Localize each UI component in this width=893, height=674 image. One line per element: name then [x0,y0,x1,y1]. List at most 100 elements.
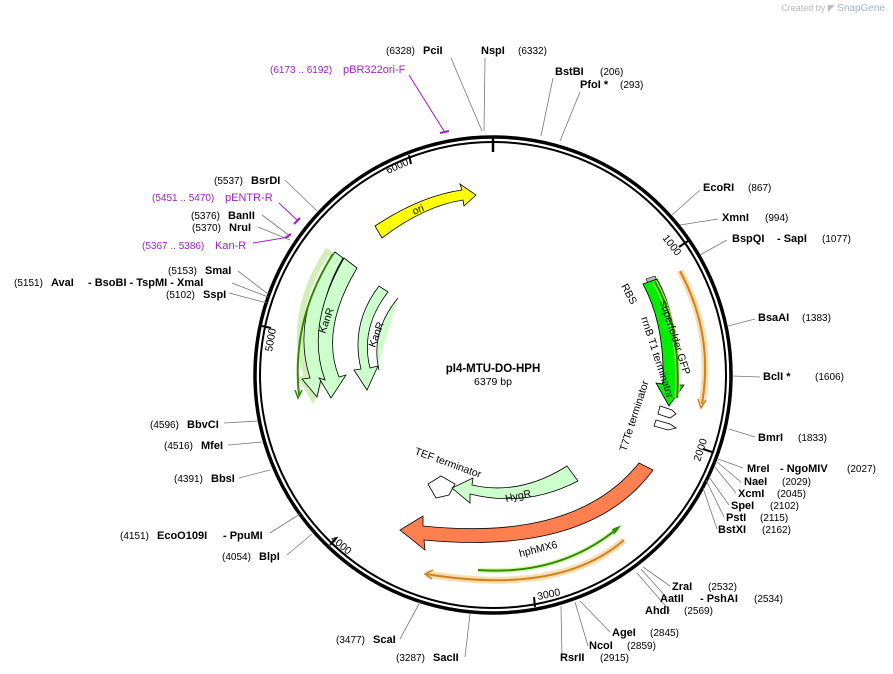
enzyme-pos-spei: (2102) [770,501,799,512]
enzyme-pos-bbsi: (4391) [174,474,203,485]
enzyme-xmni[interactable]: XmnI [722,212,749,224]
snapgene-credit: Created by ◤ SnapGene [781,3,885,14]
enzyme-bbsi[interactable]: BbsI [211,473,235,485]
snapgene-logo-icon: ◤ [827,3,835,13]
enzyme-xcmi[interactable]: XcmI [738,488,764,500]
enzyme-sapi[interactable]: - SapI [777,233,807,245]
enzyme-pos-nspi: (6332) [518,46,547,57]
enzyme-pos-smai: (5153) [168,266,197,277]
svg-text:RBS: RBS [618,282,639,307]
enzyme-pos-Arui: (5370) [192,223,221,234]
tick-2000: 2000 [691,437,713,463]
credit-prefix: Created by [781,3,826,13]
primer-kanr-marker [252,233,292,244]
enzyme-pos-bsaai: (1383) [802,313,831,324]
enzyme-nspi[interactable]: NspI [481,45,505,57]
tick-1000: 1000 [660,232,689,258]
enzyme-bbvci[interactable]: BbvCI [187,419,219,431]
plasmid-length: 6379 bp [474,376,512,388]
enzyme-pos-aatii: (2534) [754,594,783,605]
enzyme-pos-zrai: (2532) [708,582,737,593]
enzyme-pos-sacii: (3287) [396,653,425,664]
svg-text:3000: 3000 [536,586,561,603]
enzyme-ncoi[interactable]: NcoI [589,640,613,652]
svg-text:ori: ori [411,202,426,217]
enzyme-pos-bsrdi: (5537) [214,176,243,187]
enzyme-pos-ecori: (867) [748,183,771,194]
enzyme-smai[interactable]: SmaI [205,265,231,277]
enzyme-avai[interactable]: AvaI [51,277,74,289]
enzyme-ngomiv[interactable]: - NgoMIV [780,463,828,475]
enzyme-pos-bspqi: (1077) [822,234,851,245]
feature-orf-right [676,269,709,410]
enzyme-sspi[interactable]: SspI [203,289,226,301]
feature-hygr: HygR [451,465,579,505]
enzyme-ppumi[interactable]: - PpuMI [223,530,263,542]
primer-pbr322ori-f[interactable]: pBR322ori-F [343,64,406,76]
plasmid-backbone [253,135,733,615]
enzyme-mfei[interactable]: MfeI [201,440,223,452]
enzyme-zrai[interactable]: ZraI [672,581,692,593]
svg-text:T7Te terminator: T7Te terminator [617,379,651,453]
enzyme-bcli[interactable]: BclI * [763,371,791,383]
enzyme-psti[interactable]: PstI [726,512,746,524]
feature-kanr-outer: KanR [294,247,358,405]
enzyme-pos-pcii: (6328) [386,46,415,57]
plasmid-name: pI4-MTU-DO-HPH [446,363,541,375]
enzyme-bsaai[interactable]: BsaAI [758,312,789,324]
enzyme-pos-banii: (5376) [191,211,220,222]
primer-pbr322ori-marker [408,74,450,134]
enzyme-pos-psti: (2115) [760,513,788,524]
svg-text:hphMX6: hphMX6 [518,539,559,560]
enzyme-banii[interactable]: BanII [228,210,255,222]
enzyme-naei[interactable]: NaeI [744,476,767,488]
enzyme-pos-mfei: (4516) [164,441,193,452]
enzyme-bstbi[interactable]: BstBI [555,66,584,78]
enzyme-sacii[interactable]: SacII [433,652,459,664]
enzyme-pos-bbvci: (4596) [150,420,179,431]
feature-ori: ori [374,182,477,239]
primer-pos-pbr322ori: (6173 .. 6192) [270,65,332,76]
enzyme-aatii[interactable]: AatII [660,593,684,605]
primer-pentr-r[interactable]: pENTR-R [225,192,273,204]
enzyme-pos-naei: (2029) [782,477,811,488]
tick-5000: 5000 [261,325,279,353]
enzyme-bstxi[interactable]: BstXI [718,524,746,536]
feature-kanr-inner: KanR [353,285,399,391]
primer-pos-kanr: (5367 .. 5386) [142,241,204,252]
primer-kan-r[interactable]: Kan-R [215,240,246,252]
primer-pos-pentr: (5451 .. 5470) [152,193,214,204]
enzyme-pos-bstxi: (2162) [762,525,791,536]
credit-brand: SnapGene [837,3,885,14]
tick-4000: 4000 [328,533,354,557]
enzyme-pshai[interactable]: - PshAI [700,593,738,605]
enzyme-pos-avai: (5151) [14,278,43,289]
enzyme-pos-pfoi: (293) [620,80,643,91]
svg-text:TEF terminator: TEF terminator [413,446,483,481]
enzyme-bmri[interactable]: BmrI [758,432,783,444]
enzyme-pos-bstbi: (206) [600,67,623,78]
enzyme-pfoi[interactable]: PfoI * [580,79,609,91]
feature-orf-lower [423,525,627,584]
enzyme-mrei[interactable]: MreI [747,463,770,475]
enzyme-ahdi[interactable]: AhdI [645,605,669,617]
enzyme-blpi[interactable]: BlpI [259,551,280,563]
enzyme-pos-ncoi: (2859) [627,641,656,652]
primer-pentr-marker [278,202,301,225]
enzyme-pcii[interactable]: PciI [423,45,443,57]
enzyme-bspqi[interactable]: BspQI [732,233,764,245]
svg-text:6000: 6000 [384,156,410,177]
enzyme-agei[interactable]: AgeI [612,627,636,639]
enzyme-pos-xcmi: (2045) [777,489,806,500]
enzyme-scai[interactable]: ScaI [373,634,396,646]
enzyme-ecori[interactable]: EcoRI [703,182,734,194]
enzyme-spei[interactable]: SpeI [731,500,754,512]
svg-text:4000: 4000 [328,533,354,557]
enzyme-nrui[interactable]: NruI [229,222,251,234]
enzyme-ecoo109i[interactable]: EcoO109I [157,530,207,542]
enzyme-rsrii[interactable]: RsrII [560,652,584,664]
enzyme-bsrdi[interactable]: BsrDI [251,175,280,187]
enzyme-avai-isoschizomers[interactable]: - BsoBI - TspMI - XmaI [88,277,203,289]
enzyme-pos-xmni: (994) [765,213,788,224]
